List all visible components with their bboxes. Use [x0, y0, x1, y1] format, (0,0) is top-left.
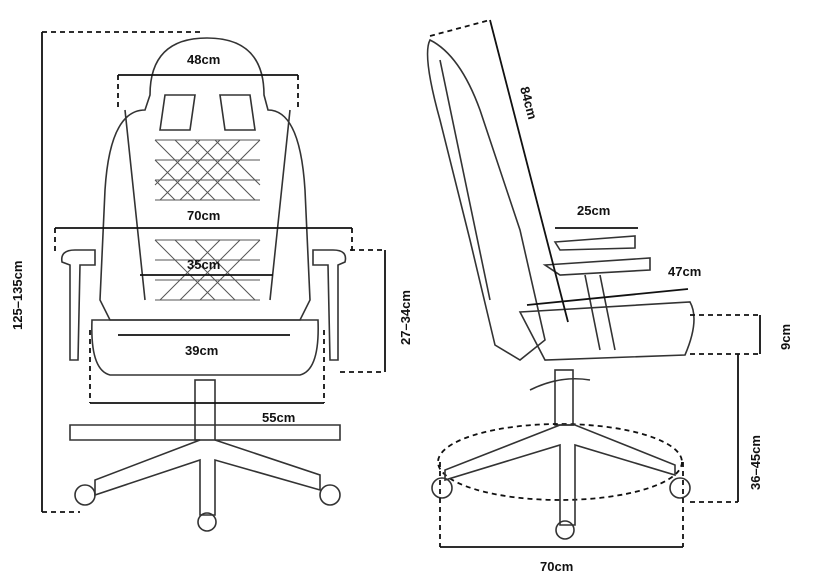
armrest-height-label: 27–34cm [398, 290, 413, 345]
side-dimensions: 84cm 25cm 47cm 9cm 36–45cm 70cm [429, 19, 793, 574]
front-dimensions: 125–135cm 48cm 70cm 35cm 39cm 55cm 27–34… [10, 31, 413, 513]
seat-depth-label: 47cm [668, 264, 701, 279]
front-chair-drawing [60, 37, 347, 532]
base-width-label: 55cm [262, 410, 295, 425]
backrest-height-label: 84cm [517, 85, 540, 121]
armrest-span-label: 70cm [187, 208, 220, 223]
seat-thickness-label: 9cm [778, 324, 793, 350]
side-chair-drawing [426, 38, 695, 540]
total-height-label: 125–135cm [10, 261, 25, 330]
armrest-length-label: 25cm [577, 203, 610, 218]
headrest-width-label: 48cm [187, 52, 220, 67]
seat-height-label: 36–45cm [748, 435, 763, 490]
seat-width-label: 39cm [185, 343, 218, 358]
base-diameter-label: 70cm [540, 559, 573, 574]
back-width-label: 35cm [187, 257, 220, 272]
